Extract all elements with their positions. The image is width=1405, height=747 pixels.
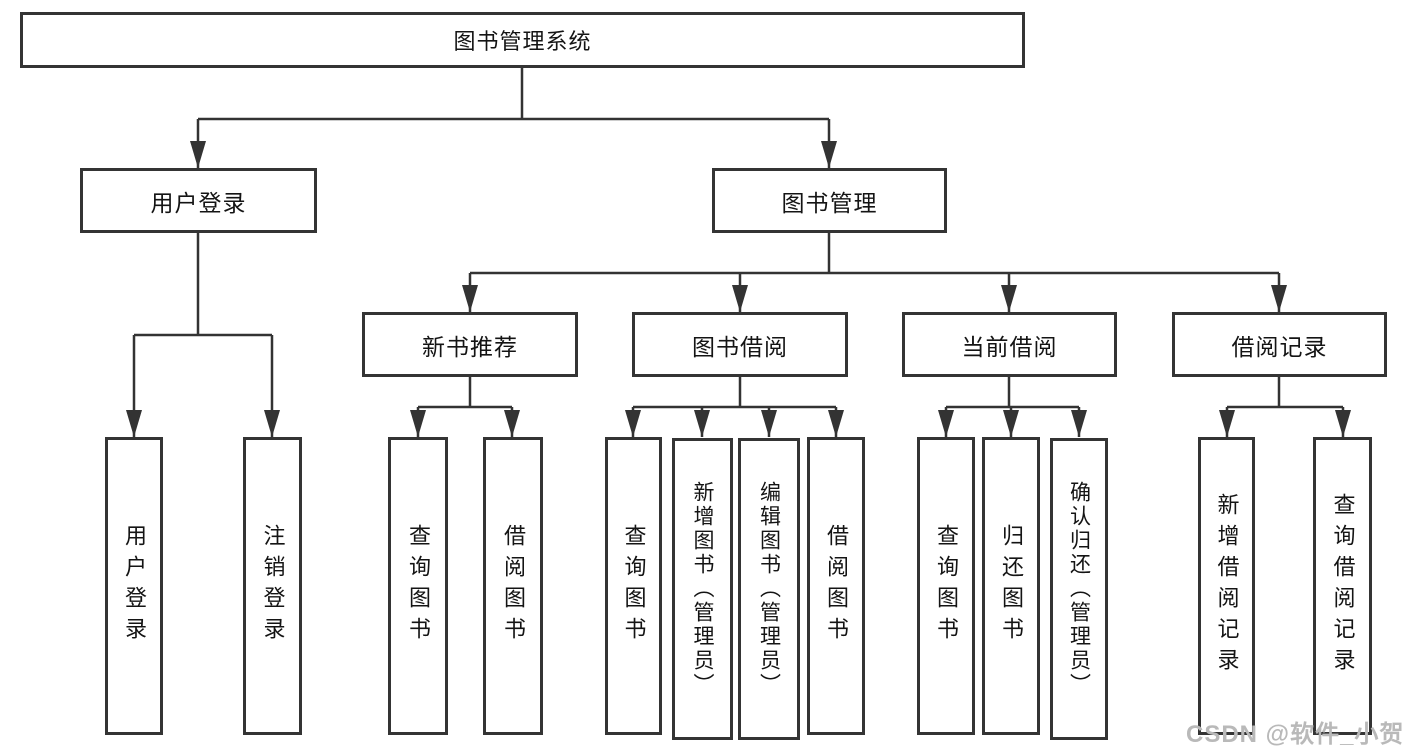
leaf-logout: 注销登录	[243, 437, 302, 735]
leaf-query-book-2-label: 查询图书	[621, 524, 647, 648]
leaf-query-book-3-label: 查询图书	[934, 524, 959, 648]
leaf-logout-label: 注销登录	[260, 524, 286, 648]
watermark: CSDN @软件_小贺同学	[1186, 721, 1405, 747]
connector-book-borrow-children	[633, 377, 836, 409]
leaf-query-book-1: 查询图书	[388, 437, 448, 735]
node-current-borrow-label: 当前借阅	[961, 333, 1058, 360]
node-new-book-recommend: 新书推荐	[362, 312, 578, 377]
node-borrow-record: 借阅记录	[1172, 312, 1387, 377]
leaf-user-login-label: 用户登录	[122, 524, 147, 648]
node-book-management-label: 图书管理	[781, 189, 878, 216]
leaf-return-book-label: 归还图书	[999, 524, 1024, 648]
leaf-borrow-book-1: 借阅图书	[483, 437, 543, 735]
leaf-add-borrow-record-label: 新增借阅记录	[1214, 493, 1240, 679]
leaf-confirm-return-admin: 确认归还（管理员）	[1050, 438, 1108, 740]
leaf-add-book-admin-label: 新增图书（管理员）	[691, 481, 714, 697]
leaf-query-borrow-record: 查询借阅记录	[1313, 437, 1372, 735]
node-book-borrow-label: 图书借阅	[692, 333, 788, 360]
leaf-return-book: 归还图书	[982, 437, 1040, 735]
node-current-borrow: 当前借阅	[902, 312, 1117, 377]
leaf-query-book-2: 查询图书	[605, 437, 662, 735]
node-borrow-record-label: 借阅记录	[1231, 333, 1328, 360]
connector-book-mgmt-children	[470, 233, 1279, 275]
connector-borrow-record-children	[1227, 377, 1343, 409]
leaf-borrow-book-2: 借阅图书	[807, 437, 865, 735]
connector-current-borrow-children	[946, 377, 1079, 409]
leaf-edit-book-admin-label: 编辑图书（管理员）	[757, 481, 781, 697]
node-new-book-recommend-label: 新书推荐	[422, 333, 518, 360]
leaf-confirm-return-admin-label: 确认归还（管理员）	[1067, 481, 1091, 697]
node-library-system-label: 图书管理系统	[453, 29, 592, 54]
leaf-borrow-book-2-label: 借阅图书	[824, 524, 849, 648]
leaf-query-borrow-record-label: 查询借阅记录	[1330, 493, 1356, 679]
leaf-user-login: 用户登录	[105, 437, 163, 735]
leaf-query-book-1-label: 查询图书	[406, 524, 431, 648]
node-library-system: 图书管理系统	[20, 12, 1025, 68]
leaf-add-book-admin: 新增图书（管理员）	[672, 438, 733, 740]
node-book-borrow: 图书借阅	[632, 312, 848, 377]
leaf-add-borrow-record: 新增借阅记录	[1198, 437, 1255, 735]
leaf-edit-book-admin: 编辑图书（管理员）	[738, 438, 800, 740]
node-book-management: 图书管理	[712, 168, 947, 233]
node-user-login-label: 用户登录	[150, 189, 247, 216]
connector-new-book-rec-children	[418, 377, 512, 409]
node-user-login: 用户登录	[80, 168, 317, 233]
connector-root-to-level2	[198, 68, 829, 121]
connector-user-login-children	[134, 233, 272, 337]
leaf-query-book-3: 查询图书	[917, 437, 975, 735]
leaf-borrow-book-1-label: 借阅图书	[501, 524, 526, 648]
